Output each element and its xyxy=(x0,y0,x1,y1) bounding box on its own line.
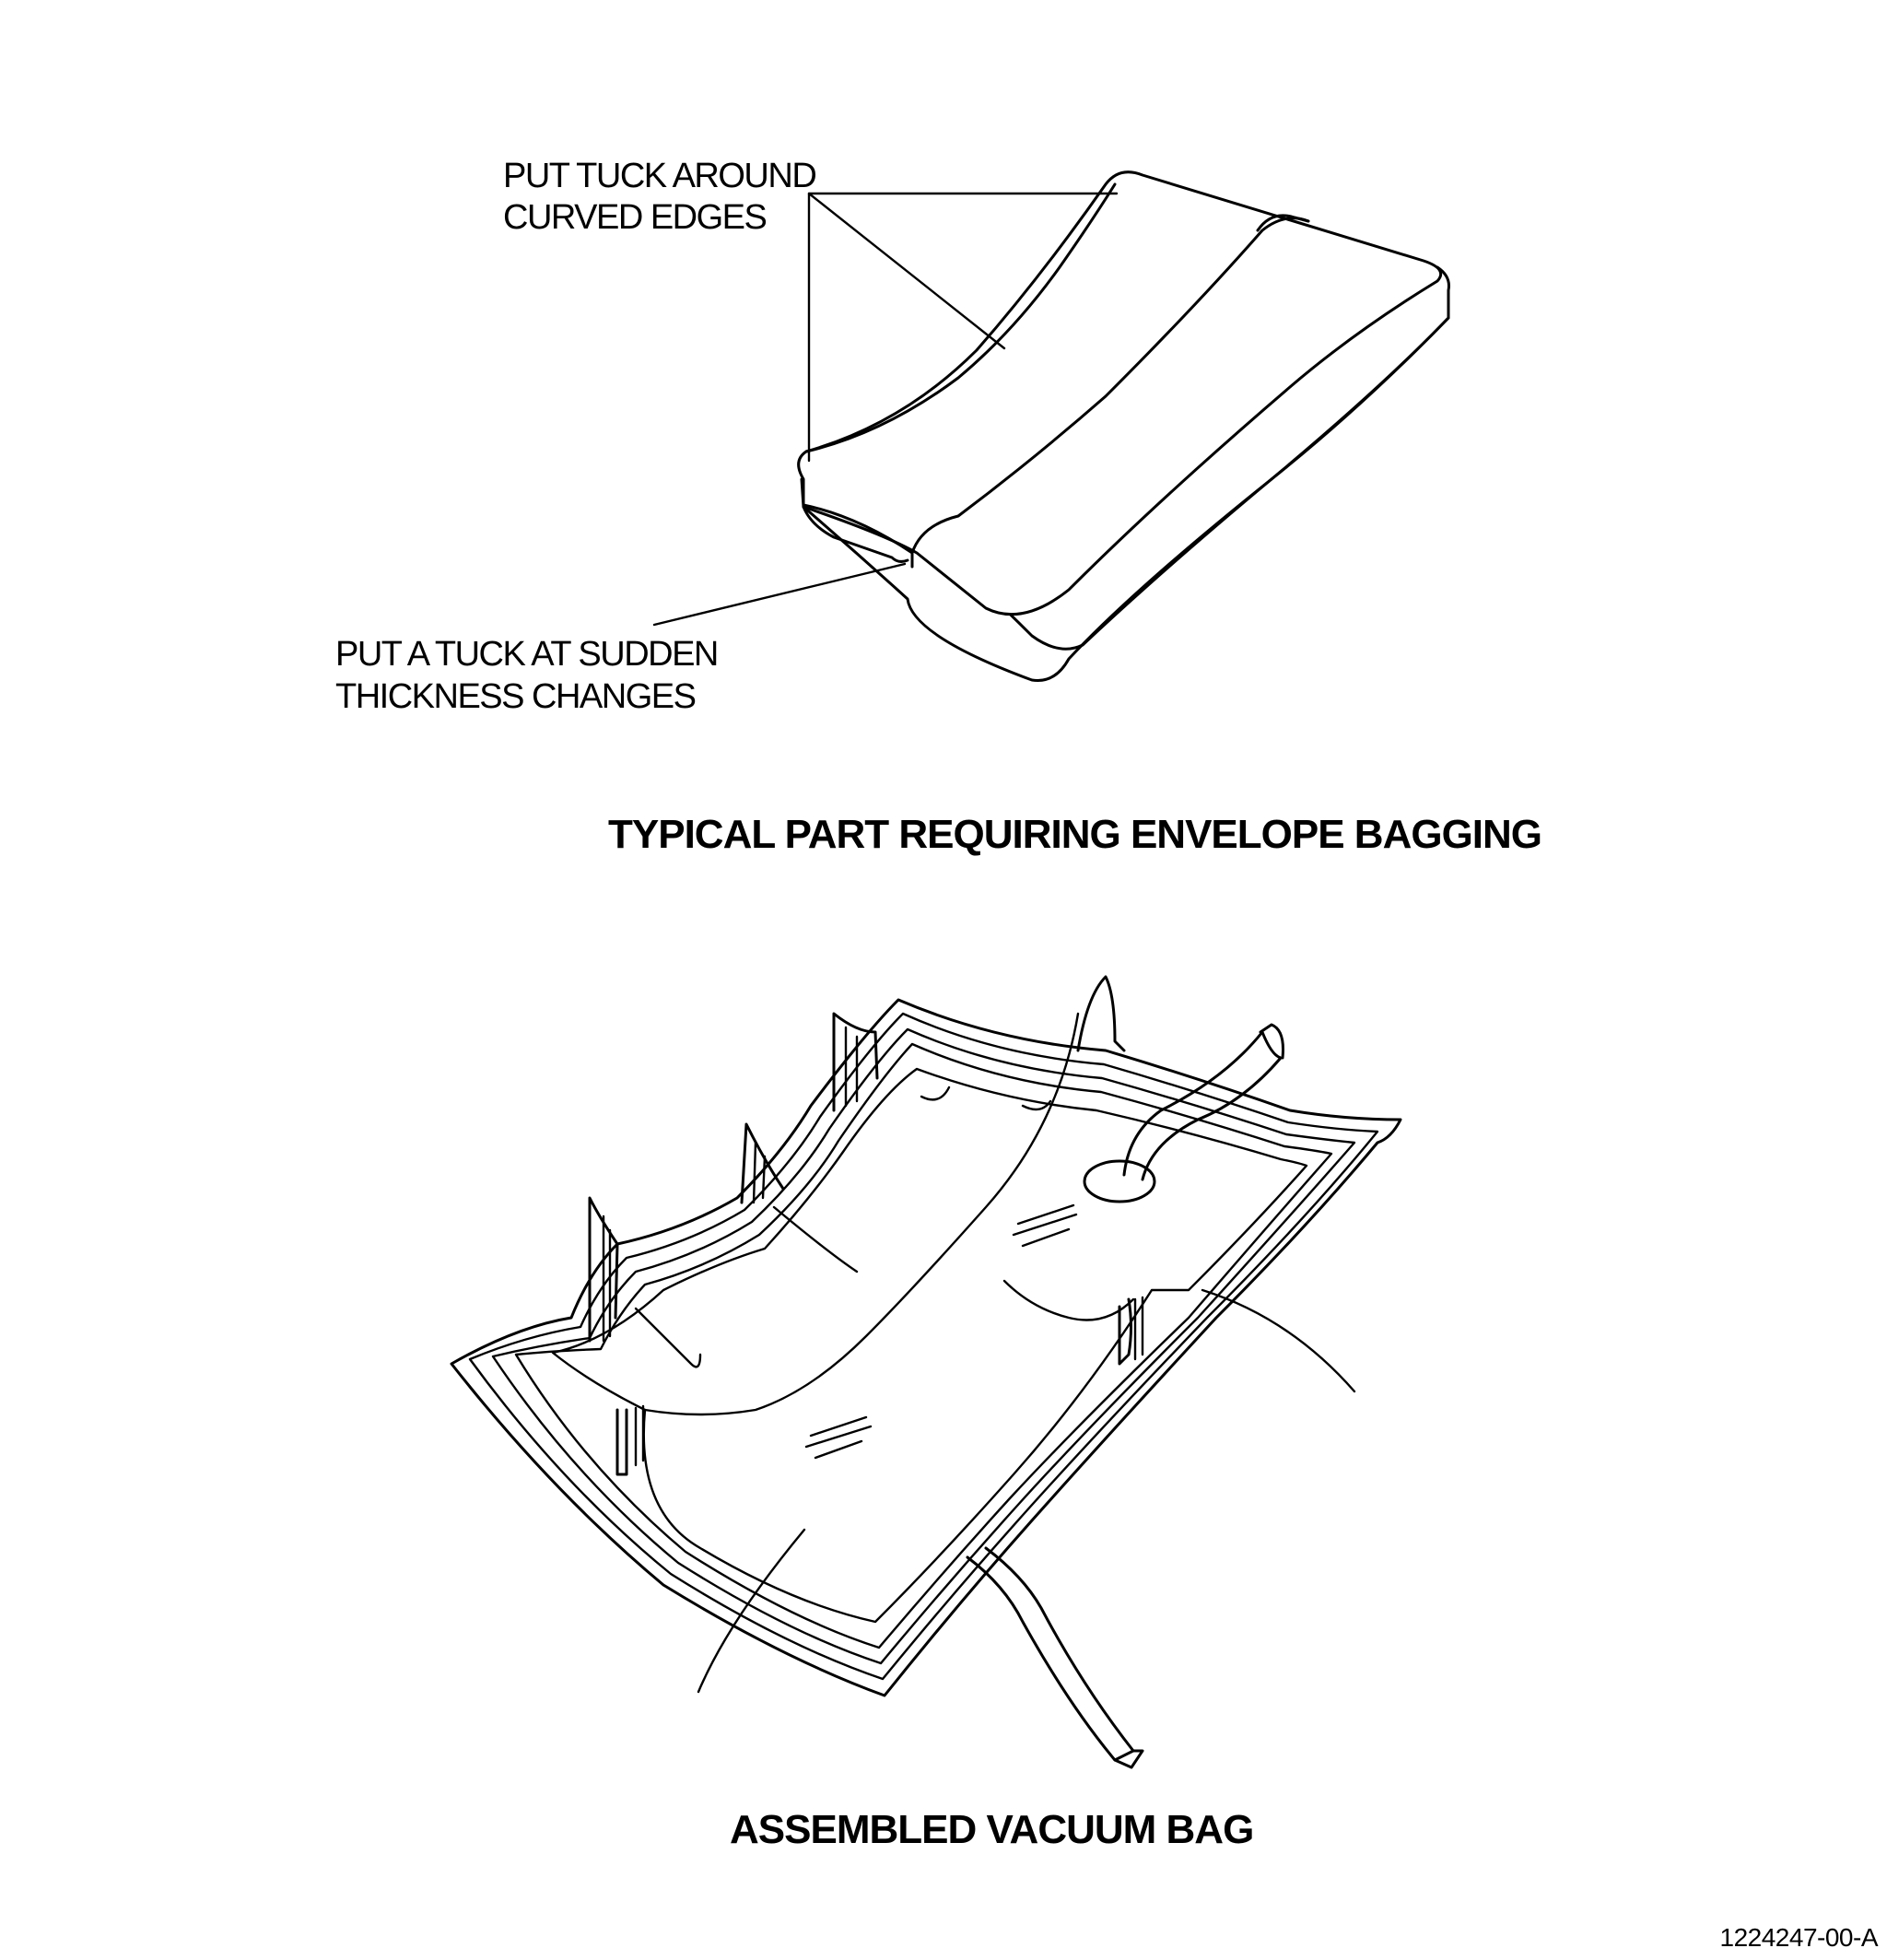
pleat-5 xyxy=(1118,1297,1132,1366)
bag-glare-2 xyxy=(804,1415,873,1460)
bag-lower-hose-end xyxy=(1113,1749,1144,1769)
bag-wrinkle-5 xyxy=(920,1086,951,1101)
bag-lower-hose xyxy=(966,1546,1135,1762)
part-tuck-line xyxy=(910,217,1310,555)
bag-ring-2 xyxy=(468,1012,1379,1681)
bag-glare-1 xyxy=(1012,1203,1078,1248)
callout-thickness-line1: PUT A TUCK AT SUDDEN xyxy=(335,635,718,674)
callout-curved-edges-line2: CURVED EDGES xyxy=(503,198,767,237)
part-pad-front-edge xyxy=(802,503,914,569)
caption-vacuum-bag: ASSEMBLED VACUUM BAG xyxy=(730,1807,1253,1852)
pleat-2-inner xyxy=(752,1141,767,1204)
leader-curved-edges-diagonal xyxy=(807,192,1006,350)
pleat-3 xyxy=(832,1012,879,1112)
bag-wrinkle-3 xyxy=(643,1012,1080,1416)
bag-inner-part xyxy=(551,1067,1308,1624)
bag-ring-3 xyxy=(491,1027,1356,1665)
part-step-edge xyxy=(802,505,909,563)
pleat-6-inner xyxy=(634,1404,645,1467)
part-curved-edge xyxy=(804,182,1117,453)
bag-wrinkle-6 xyxy=(1021,1099,1052,1111)
pleat-5-inner xyxy=(1133,1296,1144,1361)
pleat-2 xyxy=(740,1122,785,1204)
bag-outer-edge xyxy=(450,998,1402,1697)
figure-number: 1224247-00-A xyxy=(1720,1923,1879,1952)
bag-ring-4 xyxy=(514,1042,1333,1649)
vacuum-bag-drawing xyxy=(450,975,1402,1769)
bag-wrinkle-1 xyxy=(634,1307,702,1368)
envelope-bagging-part-drawing xyxy=(797,170,1450,683)
vacuum-port-fitting xyxy=(1083,1159,1156,1203)
bag-leader-right xyxy=(1201,1288,1356,1393)
caption-envelope-bagging: TYPICAL PART REQUIRING ENVELOPE BAGGING xyxy=(608,812,1541,857)
pleat-1-inner xyxy=(602,1215,612,1343)
bag-wrinkle-4 xyxy=(1002,1279,1135,1321)
vacuum-hose-top xyxy=(1122,1030,1283,1181)
leader-thickness xyxy=(652,562,907,627)
pleat-4 xyxy=(1076,975,1126,1052)
pleat-3-inner xyxy=(844,1026,859,1108)
part-tuck-crease xyxy=(1256,214,1310,232)
pleat-6 xyxy=(615,1408,628,1476)
callout-thickness-line2: THICKNESS CHANGES xyxy=(335,677,696,716)
part-raised-pad xyxy=(797,170,1443,616)
callout-curved-edges-line1: PUT TUCK AROUND xyxy=(503,157,815,195)
bag-wrinkle-2 xyxy=(772,1205,859,1273)
callout-leaders xyxy=(652,192,1119,627)
pleat-1 xyxy=(588,1196,619,1343)
bag-leader-left xyxy=(697,1528,806,1694)
vacuum-hose-top-end xyxy=(1259,1023,1284,1060)
